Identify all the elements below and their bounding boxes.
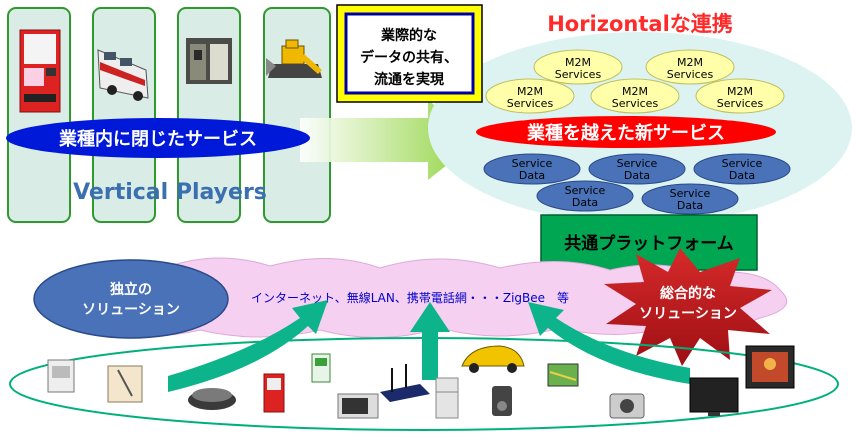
service-data-line1: Service [617, 157, 658, 170]
service-data-line2: Data [572, 196, 598, 209]
callout-line1: 業際的な [380, 27, 437, 44]
m2m-service-line2: Services [612, 97, 659, 110]
network-label: インターネット、無線LAN、携帯電話網・・・ZigBee 等 [251, 290, 569, 305]
tv-device [689, 377, 739, 416]
thermostat-device [47, 359, 75, 393]
platform-label: 共通プラットフォーム [564, 233, 734, 254]
service-data-line1: Service [722, 157, 763, 170]
service-data-line2: Data [519, 169, 545, 182]
service-data-group: Service Data Service Data Service Data S… [483, 153, 791, 215]
vertical-panel-construction [263, 7, 331, 223]
service-data-line1: Service [512, 157, 553, 170]
m2m-service-line2: Services [507, 97, 554, 110]
new-service-label: 業種を越えた新サービス [526, 122, 725, 144]
m2m-service-line1: M2M [727, 85, 753, 98]
vertical-players-label: Vertical Players [73, 180, 267, 205]
service-data-line2: Data [677, 199, 703, 212]
vertical-panels [7, 7, 331, 223]
m2m-service-line2: Services [667, 68, 714, 81]
m2m-service-oval [590, 78, 680, 114]
integrated-line2: ソリューション [639, 306, 737, 322]
camera-device [609, 393, 645, 419]
integrated-solution-burst [604, 248, 772, 366]
independent-solution-oval [33, 259, 229, 339]
independent-line2: ソリューション [82, 302, 180, 318]
small-vending-device [263, 373, 285, 413]
service-data-line2: Data [624, 169, 650, 182]
closed-service-ellipse [6, 118, 310, 158]
platform-box [540, 214, 758, 271]
horizontal-title: Horizontalな連携 [547, 12, 733, 36]
service-data-oval [536, 180, 634, 212]
integrated-line1: 総合的な [660, 285, 716, 302]
m2m-service-line2: Services [555, 68, 602, 81]
service-data-oval [588, 153, 686, 185]
m2m-services: M2M Services M2M Services M2M Services M… [485, 49, 785, 114]
electric-car-device [461, 345, 525, 373]
m2m-service-line1: M2M [677, 56, 703, 69]
service-data-oval [693, 153, 791, 185]
new-service-ellipse [476, 116, 776, 148]
microwave-device [337, 393, 379, 419]
m2m-service-oval [533, 49, 623, 85]
m2m-service-oval [485, 78, 575, 114]
service-data-oval [641, 183, 739, 215]
closed-service-label: 業種内に閉じたサービス [58, 128, 257, 150]
right-uplink-arrow [528, 302, 690, 384]
service-data-oval [483, 153, 581, 185]
m2m-service-line1: M2M [517, 85, 543, 98]
callout-line3: 流通を実現 [374, 71, 444, 88]
service-data-line1: Service [670, 187, 711, 200]
service-data-line1: Service [565, 184, 606, 197]
lamp-device [107, 365, 143, 403]
left-uplink-arrow [168, 300, 328, 392]
navigation-map-device [547, 363, 579, 387]
uplink-arrows [168, 300, 690, 392]
photo-frame-device [745, 345, 795, 389]
bulldozer-image [266, 39, 322, 78]
center-uplink-arrow [410, 302, 450, 380]
building-door-image [186, 38, 232, 84]
bus-image [97, 49, 149, 101]
music-player-device [492, 386, 512, 416]
callout-line2: データの共有、 [360, 49, 458, 66]
fridge-device [435, 377, 459, 419]
router-device [380, 364, 430, 402]
m2m-service-line2: Services [717, 97, 764, 110]
m2m-service-line1: M2M [565, 56, 591, 69]
robot-cleaner-device [188, 388, 236, 410]
vending-machine-image [19, 29, 61, 113]
devices [47, 345, 795, 419]
m2m-service-line1: M2M [622, 85, 648, 98]
service-data-line2: Data [729, 169, 755, 182]
independent-line1: 独立の [110, 281, 152, 298]
m2m-service-oval [645, 49, 735, 85]
atm-device [311, 353, 331, 383]
m2m-service-oval [695, 78, 785, 114]
